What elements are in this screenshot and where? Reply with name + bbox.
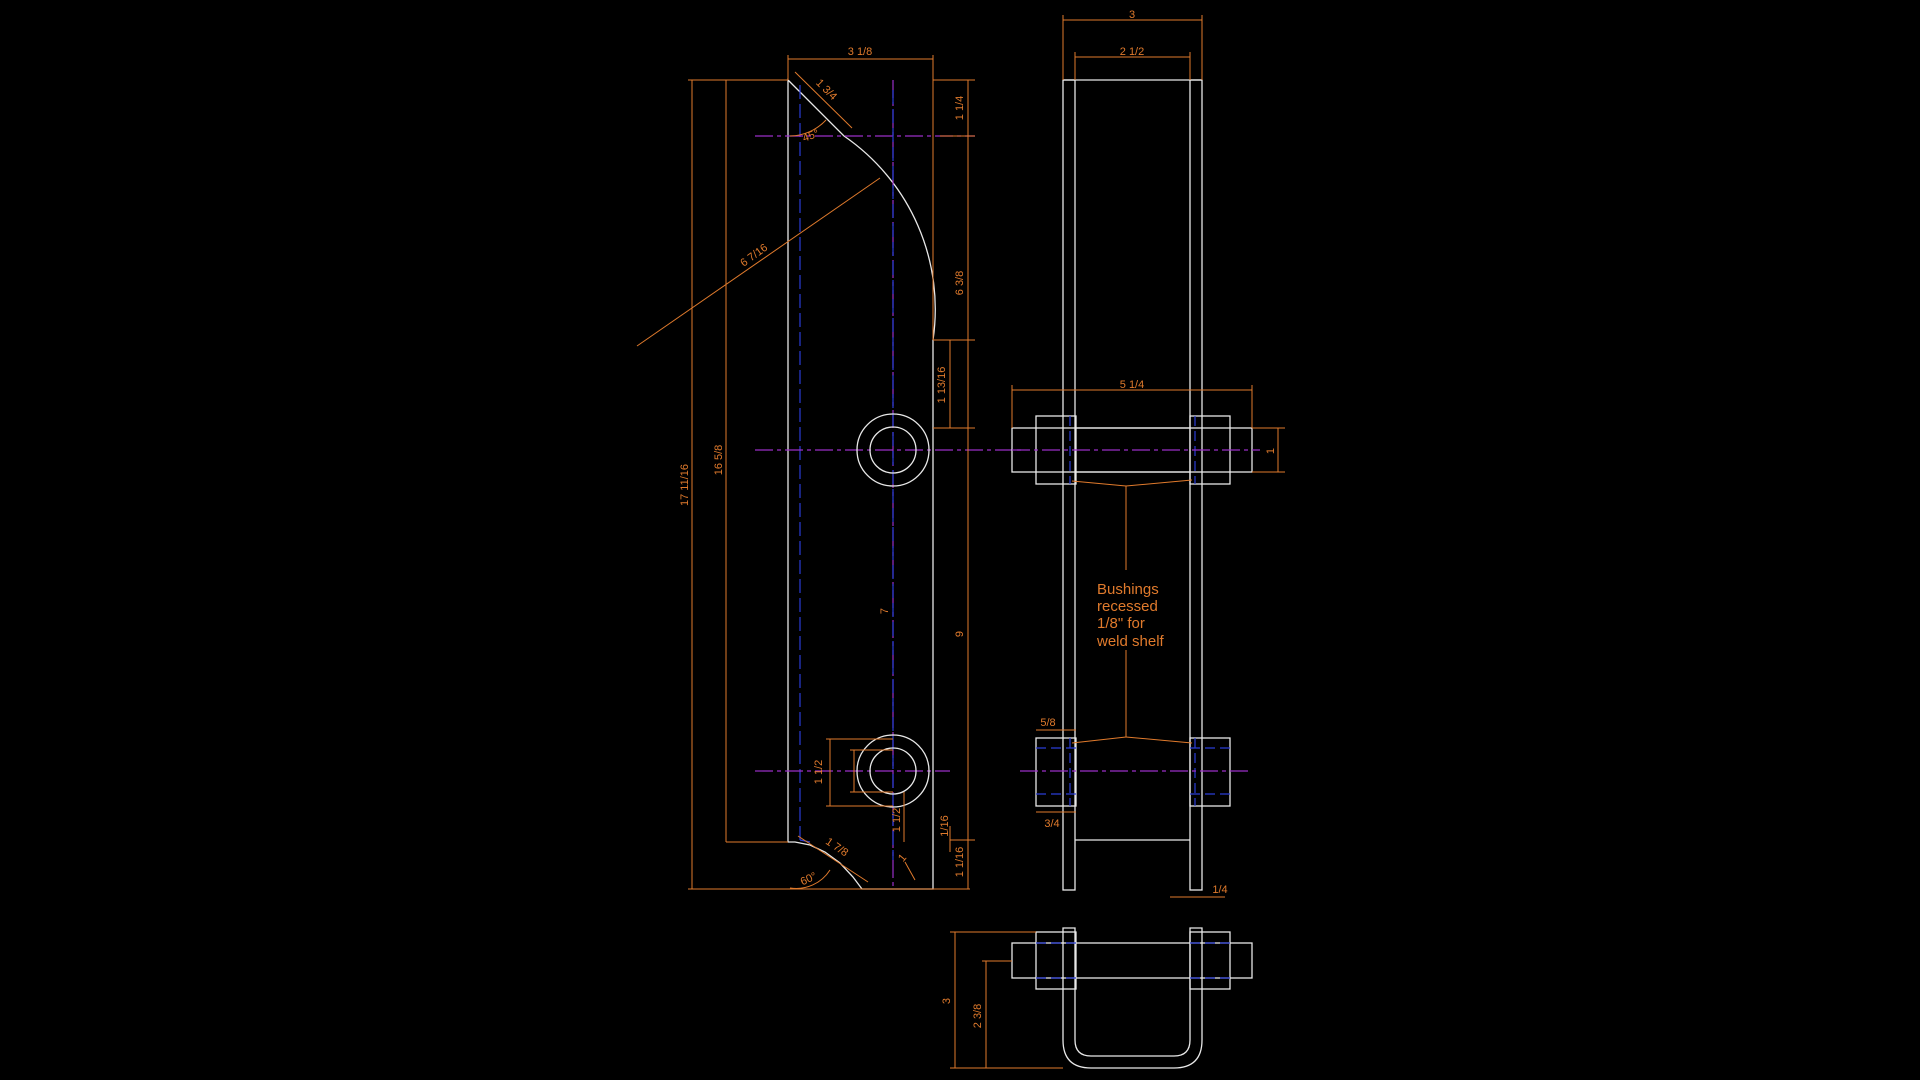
upper-hole-outer: [856, 413, 930, 487]
dim-bottom-hole: 1 1/2: [813, 760, 825, 784]
note-line-3: 1/8" for: [1097, 615, 1145, 632]
dim-bottom-height: 3: [941, 998, 953, 1004]
note-line-4: weld shelf: [1096, 633, 1165, 650]
dim-right-pitch: 9: [954, 631, 966, 637]
lower-hole-inner: [869, 747, 917, 795]
upper-hole-inner: [869, 426, 917, 474]
dim-bushing-span: 5 1/4: [1120, 379, 1144, 391]
dim-right-small: 1/16: [939, 815, 951, 836]
dim-bushing-depth: 3/4: [1044, 818, 1059, 830]
side-view-dimension-lines: [636, 55, 975, 890]
dim-angle-top: 45°: [801, 128, 821, 145]
front-view-center-lines: [1012, 449, 1260, 772]
note-line-1: Bushings: [1097, 581, 1159, 598]
note-line-2: recessed: [1097, 598, 1158, 615]
dim-bottom-hole-offset: 1 1/2: [891, 808, 903, 832]
dim-center-pitch: 7: [879, 608, 891, 614]
dim-top-width: 3 1/8: [848, 46, 872, 58]
dim-right-bottom: 1 1/16: [954, 847, 966, 878]
dim-right-gap: 1 13/16: [936, 367, 948, 404]
dim-inner-width: 2 1/2: [1120, 46, 1144, 58]
dim-bottom-inner: 2 3/8: [972, 1004, 984, 1028]
dim-right-arc: 6 3/8: [954, 271, 966, 295]
dim-outer-width: 3: [1129, 9, 1135, 21]
bottom-view: 3 2 3/8: [941, 927, 1253, 1069]
dim-inner-height: 16 5/8: [713, 445, 725, 476]
bottom-view-dimension-lines: [950, 931, 1063, 1069]
front-view: 3 2 1/2 5 1/4 1 5/8 3/4 1/4 Bushings rec…: [1011, 9, 1285, 898]
dim-bushing-dia: 1: [1265, 448, 1277, 454]
dim-overall-height: 17 11/16: [679, 464, 691, 506]
lower-hole-outer: [856, 734, 930, 808]
dim-bushing-recess: 5/8: [1040, 717, 1055, 729]
dim-plate: 1/4: [1212, 884, 1227, 896]
bushings-note: Bushings recessed 1/8" for weld shelf: [1096, 581, 1165, 650]
bottom-view-dimension-text: 3 2 3/8: [941, 998, 984, 1028]
side-view-holes: [856, 413, 930, 808]
front-view-dimension-lines: [1011, 15, 1285, 898]
front-view-dimension-text: 3 2 1/2 5 1/4 1 5/8 3/4 1/4: [1040, 9, 1277, 896]
dim-right-top: 1 1/4: [954, 96, 966, 120]
bottom-view-outline: [1011, 927, 1253, 1069]
